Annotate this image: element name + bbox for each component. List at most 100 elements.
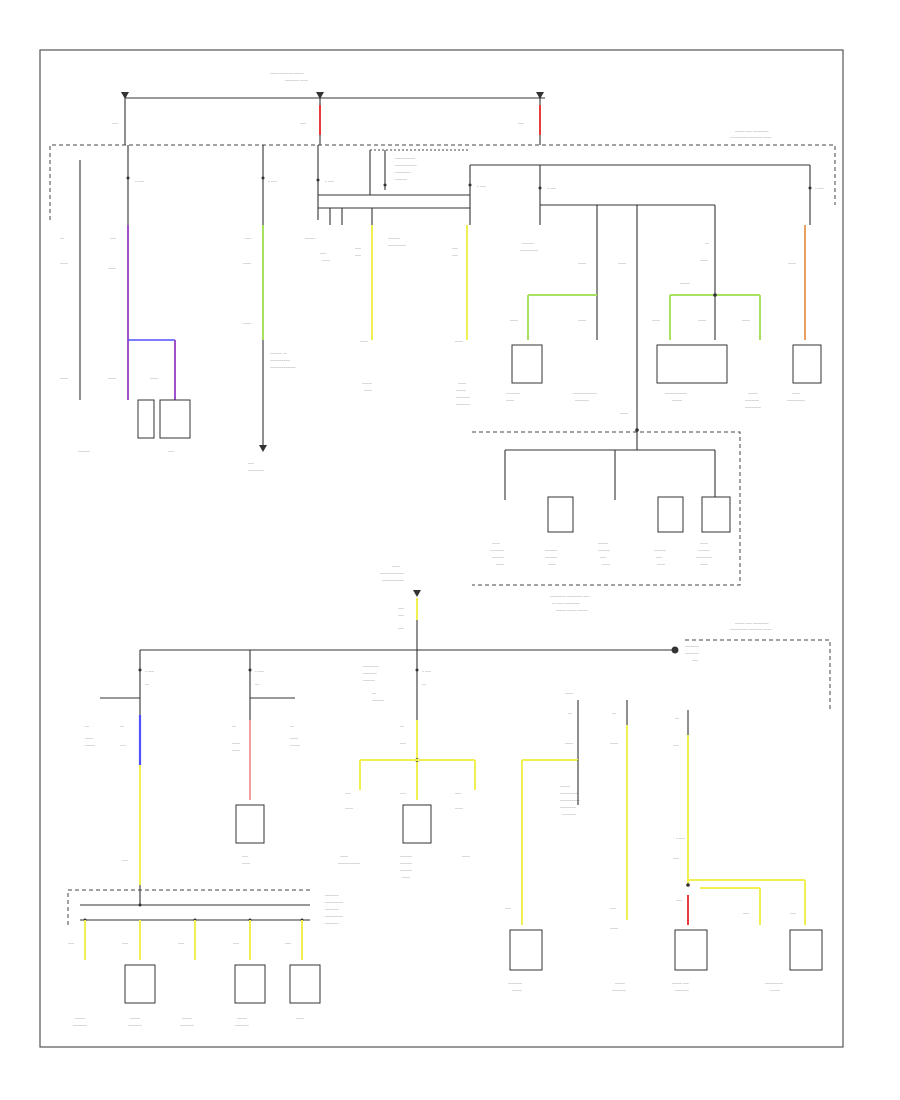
svg-text:~~~: ~~~ xyxy=(790,912,796,916)
svg-text:~~: ~~ xyxy=(372,692,376,696)
component-box xyxy=(509,929,543,971)
svg-text:~~~: ~~~ xyxy=(242,855,248,859)
svg-text:~~~: ~~~ xyxy=(610,907,616,911)
svg-text:~~~~~: ~~~~~ xyxy=(680,282,690,286)
svg-text:~~~: ~~~ xyxy=(110,237,116,241)
bottom-column-4: ~~~~ ~~ ~~~~ ~~~~~ ~~~~~~~~~ ~~~~~~~~~~ … xyxy=(505,692,580,993)
diagram-frame xyxy=(39,49,844,1048)
svg-text:~~~~~~~~~~: ~~~~~~~~~~ xyxy=(560,799,580,803)
svg-text:~~~~~ ~~~ ~~~~~~~~: ~~~~~ ~~~ ~~~~~~~~ xyxy=(735,622,769,626)
svg-text:~~~: ~~~ xyxy=(355,254,361,258)
svg-text:~~~~: ~~~~ xyxy=(618,262,626,266)
svg-text:~~~~~: ~~~~~ xyxy=(290,744,300,748)
svg-text:~~~~~~: ~~~~~~ xyxy=(522,242,534,246)
component-box xyxy=(234,964,266,1004)
svg-text:~~~: ~~~ xyxy=(112,122,118,126)
svg-text:~~~~: ~~~~ xyxy=(85,737,93,741)
svg-text:~~~: ~~~ xyxy=(178,942,184,946)
svg-text:~~~~: ~~~~ xyxy=(548,563,556,567)
svg-text:~~~~~~: ~~~~~~ xyxy=(598,549,610,553)
svg-text:~~~~: ~~~~ xyxy=(602,563,610,567)
svg-text:~~~~~~~~~~~~~: ~~~~~~~~~~~~~ xyxy=(270,366,296,370)
svg-text:~~: ~~ xyxy=(290,725,294,729)
svg-text:~~~~~~~~~~~: ~~~~~~~~~~~ xyxy=(665,392,687,396)
svg-text:~~~~~~~~ ~~~~~~~~ ~~~: ~~~~~~~~ ~~~~~~~~ ~~~ xyxy=(550,595,590,599)
svg-text:~~~~: ~~~~ xyxy=(108,377,116,381)
svg-text:~~~: ~~~ xyxy=(122,859,128,863)
svg-text:~~~~~~~: ~~~~~~~ xyxy=(562,813,576,817)
svg-text:~~~~~~~: ~~~~~~~ xyxy=(745,399,759,403)
svg-text:~~~: ~~~ xyxy=(398,614,404,618)
svg-text:~~~~: ~~~~ xyxy=(657,563,665,567)
svg-text:~~~: ~~~ xyxy=(676,899,682,903)
svg-text:~~~~~: ~~~~~ xyxy=(237,1017,247,1021)
svg-text:~~~~~~: ~~~~~~ xyxy=(400,869,412,873)
component-box xyxy=(124,964,156,1004)
svg-text:~~~~~~~: ~~~~~~~ xyxy=(456,403,470,407)
svg-text:~~~~: ~~~~ xyxy=(60,377,68,381)
svg-text:~~~~: ~~~~ xyxy=(698,319,706,323)
bottom-column-6: ~~ ~~~ ~ ~~~ ~~~ ~~~ ~~~ ~~~ ~~~~~ ~~~ ~… xyxy=(672,710,823,993)
fuse-box-feeds: ~~~~ ~~~~~~~ ~~~~~ ~~~~~~~ ~~~~ ~~~ ~~~ … xyxy=(112,72,545,145)
svg-text:~ ~~~: ~ ~~~ xyxy=(268,180,277,184)
svg-text:~~~~: ~~~~ xyxy=(243,262,251,266)
svg-text:~~~~~~~~~~: ~~~~~~~~~~ xyxy=(395,157,415,161)
component-box xyxy=(511,344,543,384)
bottom-column-2: ~ ~~~ ~~ ~~ ~~~~ ~~~~~ ~~ ~~~~ ~~~~ ~~~ … xyxy=(232,650,300,866)
svg-text:~~~~: ~~~~ xyxy=(700,259,708,263)
svg-text:~~~~: ~~~~ xyxy=(792,392,800,396)
svg-text:~~~~: ~~~~ xyxy=(150,377,158,381)
circuit-column-1: ~~ ~~~~ ~~~~ ~ ~~~ ~~~ ~~~~ ~~~~ ~~~~ ~~… xyxy=(60,145,191,454)
svg-text:~~: ~~ xyxy=(612,712,616,716)
circuit-column-4: ~ ~~~ ~~~ ~~~ ~~~~ ~~~~ ~~~~~ ~~~~~~~ ~~… xyxy=(452,164,810,407)
svg-text:~~~~~~~~: ~~~~~~~~ xyxy=(248,469,264,473)
svg-text:~~~: ~~~ xyxy=(285,942,291,946)
svg-text:~~~~: ~~~~ xyxy=(364,389,372,393)
svg-text:~~~: ~~~ xyxy=(68,942,74,946)
svg-text:~~: ~~ xyxy=(675,717,679,721)
svg-text:~~~~: ~~~~ xyxy=(322,259,330,263)
svg-text:~~~~~~~~: ~~~~~~~~ xyxy=(696,556,712,560)
svg-text:~~~~~~~~: ~~~~~~~~ xyxy=(745,406,761,410)
svg-text:~~~~~~~: ~~~~~~~ xyxy=(325,922,339,926)
svg-text:~~~: ~~~ xyxy=(400,742,406,746)
svg-text:~~~~: ~~~~ xyxy=(340,855,348,859)
svg-text:~~~~~~~: ~~~~~~~ xyxy=(506,392,520,396)
svg-text:~~~~~: ~~~~~ xyxy=(615,982,625,986)
svg-text:~~~~: ~~~~ xyxy=(243,322,251,326)
svg-text:~ ~~~: ~ ~~~ xyxy=(422,670,431,674)
svg-text:~~~: ~~~ xyxy=(168,450,174,454)
svg-text:~~~: ~~~ xyxy=(398,627,404,631)
svg-text:~ ~~~: ~ ~~~ xyxy=(325,180,334,184)
svg-text:~~~~~~~: ~~~~~~~ xyxy=(612,989,626,993)
svg-text:~~~~: ~~~~ xyxy=(620,412,628,416)
svg-text:~~~~~~: ~~~~~~ xyxy=(372,699,384,703)
svg-text:~~~~~~~~~~~: ~~~~~~~~~~~ xyxy=(395,164,417,168)
svg-text:~~~~~ ~~~: ~~~~~ ~~~ xyxy=(672,982,689,986)
svg-text:~~~: ~~~ xyxy=(122,942,128,946)
svg-text:~~~~: ~~~~ xyxy=(60,262,68,266)
svg-text:~~~~~: ~~~~~ xyxy=(305,237,315,241)
component-box xyxy=(792,344,822,384)
svg-text:~~~: ~~~ xyxy=(505,907,511,911)
svg-text:~~~: ~~~ xyxy=(248,462,254,466)
svg-text:~~~~: ~~~~ xyxy=(462,855,470,859)
svg-text:~~~~~~~ ~~~~: ~~~~~~~ ~~~~ xyxy=(285,79,308,83)
svg-text:~~: ~~ xyxy=(85,725,89,729)
lower-feed: ~~~~ ~~~~~~~~~~~~ ~~~~~~~~~~~ ~~~ ~~~ ~~… xyxy=(140,565,831,712)
svg-text:~~~: ~~~ xyxy=(673,744,679,748)
svg-text:~~~: ~~~ xyxy=(320,252,326,256)
svg-text:~~~~~~~: ~~~~~~~ xyxy=(180,1024,194,1028)
component-box xyxy=(159,399,191,439)
svg-text:~~~~~: ~~~~~ xyxy=(362,382,372,386)
svg-text:~~~: ~~~ xyxy=(345,792,351,796)
svg-text:~~~: ~~~ xyxy=(300,122,306,126)
bottom-column-3: ~~~~~~~~ ~~~~~~~ ~~~~~~ ~~ ~~~~~~ ~ ~~~ … xyxy=(338,650,476,880)
svg-text:~~: ~~ xyxy=(60,237,64,241)
svg-text:~~~: ~~~ xyxy=(692,659,698,663)
svg-text:~~~~ ~~~~~~~ ~~~~~: ~~~~ ~~~~~~~ ~~~~~ xyxy=(270,72,304,76)
svg-text:~~~~~: ~~~~~ xyxy=(598,542,608,546)
svg-text:~~~~~~~~~~~: ~~~~~~~~~~~ xyxy=(382,579,404,583)
component-box xyxy=(547,496,574,533)
svg-text:~~~: ~~~ xyxy=(245,237,251,241)
